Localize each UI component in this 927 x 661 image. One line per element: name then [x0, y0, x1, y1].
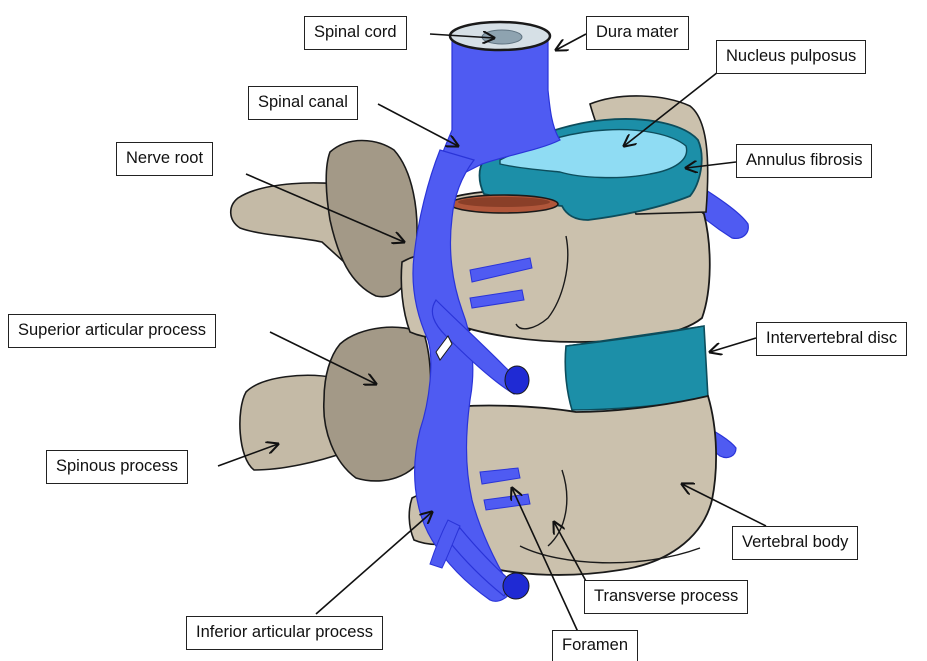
label-nerve-root: Nerve root	[116, 142, 213, 176]
leader-inferior-articular	[316, 512, 432, 614]
label-nucleus-pulposus: Nucleus pulposus	[716, 40, 866, 74]
label-dura-mater: Dura mater	[586, 16, 689, 50]
cut-pedicle-inner	[458, 197, 550, 207]
leader-dura-mater	[556, 34, 586, 50]
leader-spinal-canal	[378, 104, 458, 146]
label-annulus-fibrosis: Annulus fibrosis	[736, 144, 872, 178]
label-foramen: Foramen	[552, 630, 638, 661]
lower-nerve-root-end	[503, 573, 529, 599]
label-inferior-articular-process: Inferior articular process	[186, 616, 383, 650]
label-spinal-cord: Spinal cord	[304, 16, 407, 50]
label-intervertebral-disc: Intervertebral disc	[756, 322, 907, 356]
upper-nerve-root-end	[505, 366, 529, 394]
label-spinal-canal: Spinal canal	[248, 86, 358, 120]
label-superior-articular-process: Superior articular process	[8, 314, 216, 348]
label-spinous-process: Spinous process	[46, 450, 188, 484]
leader-intervertebral-disc	[710, 338, 756, 352]
label-vertebral-body: Vertebral body	[732, 526, 858, 560]
label-transverse-process: Transverse process	[584, 580, 748, 614]
